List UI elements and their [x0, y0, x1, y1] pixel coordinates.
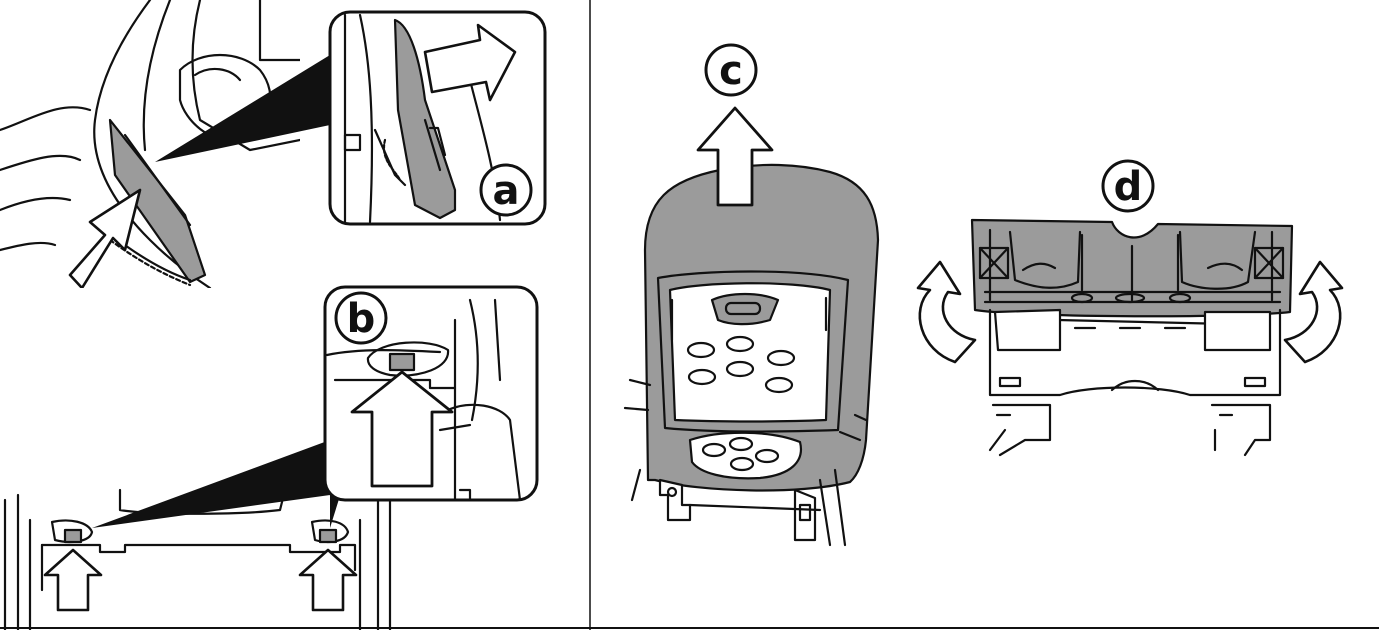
panel-a [0, 0, 545, 288]
rotate-arrow-left [918, 262, 975, 362]
seat-back [625, 165, 878, 545]
step-letter-a: a [493, 168, 520, 214]
step-badge-d: d [1103, 161, 1153, 211]
step-badge-b: b [336, 293, 386, 343]
seat-frame-d [990, 310, 1280, 455]
step-letter-d: d [1114, 164, 1143, 210]
panel-a-scene [0, 0, 300, 288]
rotate-arrow-right [1285, 262, 1342, 362]
step-letter-b: b [347, 296, 376, 342]
callout-wedge-b-left [92, 440, 330, 528]
panel-b [5, 287, 537, 630]
step-letter-c: c [719, 48, 743, 94]
panel-c [625, 108, 878, 545]
step-badge-a: a [481, 165, 531, 215]
panel-d [918, 220, 1342, 455]
seat-cushion [972, 220, 1292, 316]
step-badge-c: c [706, 45, 756, 95]
